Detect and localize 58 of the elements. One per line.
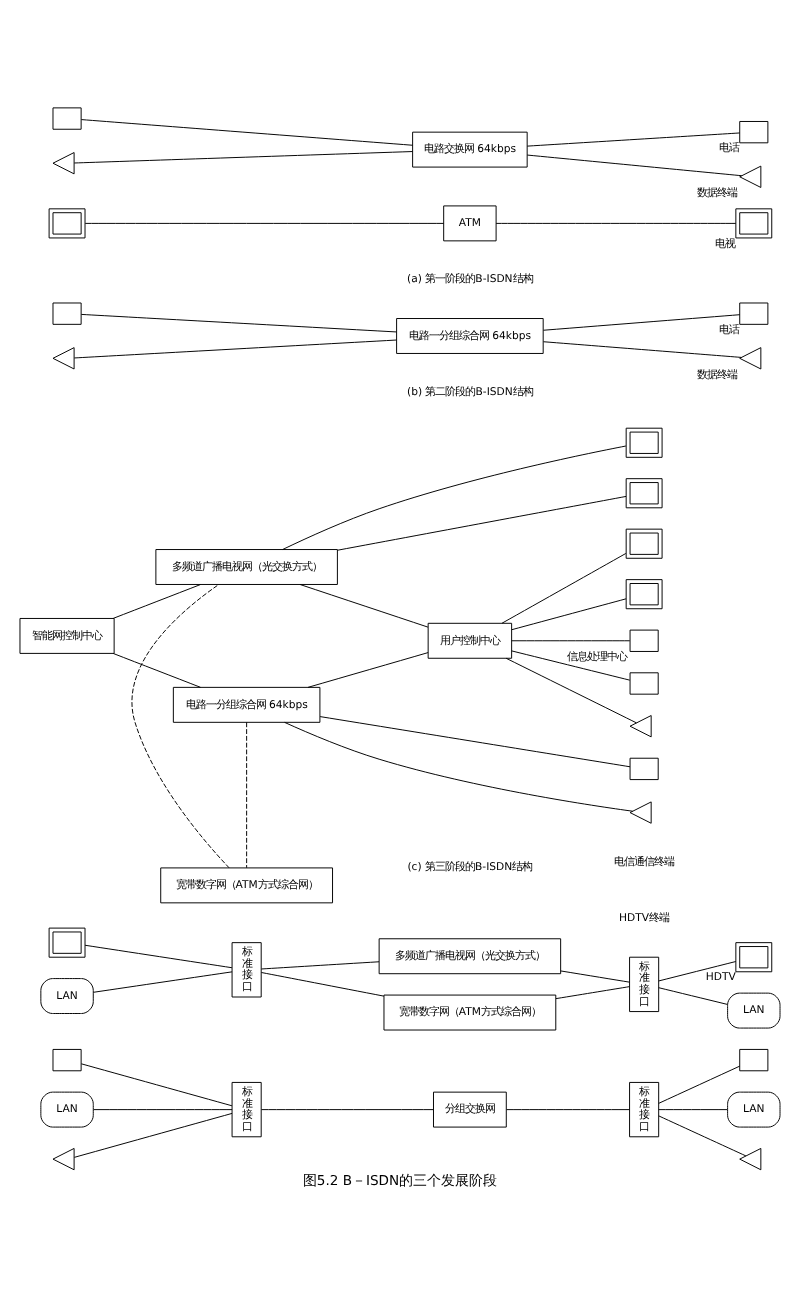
connector	[658, 987, 728, 1005]
connector	[555, 986, 630, 1000]
node-triangle	[629, 801, 652, 824]
connector	[80, 1063, 233, 1107]
connector	[505, 657, 637, 724]
node-triangle	[52, 1147, 75, 1171]
connector	[319, 716, 631, 768]
connector	[658, 1115, 747, 1157]
connector	[73, 1112, 233, 1158]
connector	[511, 598, 627, 631]
node-triangle	[629, 715, 652, 738]
node-box	[629, 757, 659, 781]
node-box	[739, 1048, 769, 1072]
connector	[501, 553, 627, 624]
connector	[93, 1109, 233, 1111]
connector	[337, 495, 627, 551]
connector	[526, 154, 743, 177]
connector	[543, 314, 741, 331]
node-triangle	[739, 1147, 762, 1171]
connector	[526, 132, 741, 147]
node-triangle	[739, 165, 762, 188]
connector	[658, 961, 737, 982]
connector	[131, 584, 230, 869]
connector	[511, 640, 631, 642]
connector	[112, 584, 201, 619]
connector	[506, 1109, 630, 1111]
connector	[284, 721, 634, 812]
connector	[511, 650, 631, 681]
connector	[658, 1065, 741, 1104]
connector	[73, 151, 413, 164]
node-box	[739, 302, 769, 325]
node-box	[629, 672, 659, 695]
connector	[282, 445, 627, 550]
node-box	[629, 629, 659, 652]
connector	[112, 653, 201, 688]
connector	[80, 119, 414, 146]
connector	[260, 1109, 434, 1111]
node-box	[52, 107, 82, 130]
connector	[93, 971, 233, 993]
connector	[299, 584, 429, 628]
connector	[84, 944, 233, 969]
connector	[246, 721, 248, 869]
node-triangle	[52, 347, 75, 370]
connector	[658, 1109, 728, 1111]
connector	[307, 652, 429, 688]
connector	[73, 339, 397, 359]
connector	[260, 972, 385, 997]
node-box	[52, 1048, 82, 1072]
node-box	[52, 302, 82, 325]
connector	[560, 970, 630, 983]
connector	[495, 222, 737, 224]
connector	[260, 961, 380, 970]
connector	[84, 222, 445, 224]
connector	[543, 341, 742, 358]
node-triangle	[739, 347, 762, 370]
node-triangle	[52, 152, 75, 175]
connector	[80, 313, 397, 333]
node-box	[739, 121, 769, 144]
